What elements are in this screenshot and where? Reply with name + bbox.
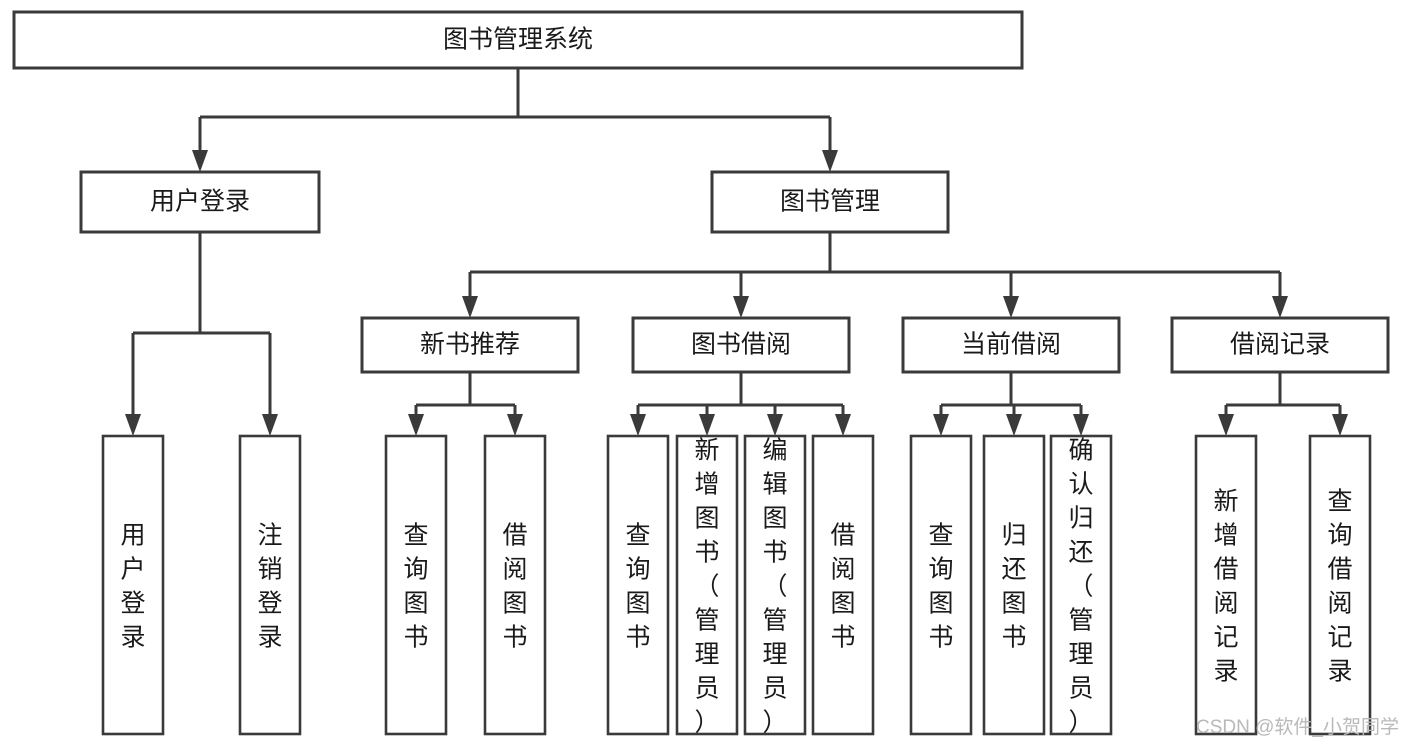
node-label-book-manage: 图书管理 bbox=[780, 188, 880, 216]
node-leaf-add-book-admin[interactable]: 新增图书（管理员） bbox=[675, 434, 739, 737]
node-leaf-borrow-book-brw[interactable]: 借阅图书 bbox=[811, 434, 875, 736]
node-current-borrow[interactable]: 当前借阅 bbox=[901, 316, 1121, 374]
arrow-head-icon-leaf-borrow-book-brw bbox=[835, 414, 851, 436]
node-label-leaf-borrow-book-brw: 借阅图书 bbox=[830, 522, 855, 652]
node-box-borrow-record[interactable] bbox=[1170, 316, 1390, 374]
node-leaf-query-book-brw[interactable]: 查询图书 bbox=[606, 434, 670, 736]
connector-layer bbox=[125, 68, 1348, 436]
node-box-leaf-query-borrow-rec[interactable] bbox=[1308, 434, 1372, 736]
arrow-head-icon-book-borrow bbox=[733, 296, 749, 318]
node-box-leaf-query-book-rec[interactable] bbox=[384, 434, 448, 736]
arrow-head-icon-user-login bbox=[192, 150, 208, 172]
node-box-leaf-query-book-brw[interactable] bbox=[606, 434, 670, 736]
arrow-head-icon-leaf-edit-book-admin bbox=[767, 414, 783, 436]
node-label-leaf-query-book-rec: 查询图书 bbox=[403, 522, 428, 652]
node-box-book-manage[interactable] bbox=[710, 170, 950, 234]
node-box-leaf-edit-book-admin[interactable] bbox=[743, 434, 807, 736]
arrow-head-icon-leaf-query-book-brw bbox=[630, 414, 646, 436]
node-leaf-add-borrow-rec[interactable]: 新增借阅记录 bbox=[1194, 434, 1258, 736]
node-leaf-confirm-return[interactable]: 确认归还（管理员） bbox=[1049, 434, 1113, 737]
arrow-head-icon-borrow-record bbox=[1272, 296, 1288, 318]
node-borrow-record[interactable]: 借阅记录 bbox=[1170, 316, 1390, 374]
node-book-borrow[interactable]: 图书借阅 bbox=[631, 316, 851, 374]
node-label-borrow-record: 借阅记录 bbox=[1230, 331, 1330, 359]
node-new-book-recommend[interactable]: 新书推荐 bbox=[360, 316, 580, 374]
node-box-book-borrow[interactable] bbox=[631, 316, 851, 374]
node-label-new-book-recommend: 新书推荐 bbox=[420, 331, 520, 359]
arrow-head-icon-leaf-add-book-admin bbox=[699, 414, 715, 436]
csdn-watermark: CSDN @软件_小贺同学 bbox=[1196, 716, 1399, 738]
node-box-leaf-borrow-book-brw[interactable] bbox=[811, 434, 875, 736]
node-label-leaf-query-book-brw: 查询图书 bbox=[625, 522, 650, 652]
arrow-head-icon-leaf-confirm-return bbox=[1073, 414, 1089, 436]
node-root[interactable]: 图书管理系统 bbox=[12, 10, 1024, 70]
arrow-head-icon-new-book-recommend bbox=[462, 296, 478, 318]
node-label-book-borrow: 图书借阅 bbox=[691, 331, 791, 359]
node-label-leaf-user-logout: 注销登录 bbox=[257, 522, 282, 652]
node-leaf-edit-book-admin[interactable]: 编辑图书（管理员） bbox=[743, 434, 807, 737]
arrow-head-icon-current-borrow bbox=[1003, 296, 1019, 318]
node-label-leaf-user-login: 用户登录 bbox=[120, 522, 145, 652]
node-label-leaf-confirm-return: 确认归还（管理员） bbox=[1068, 437, 1093, 737]
arrow-head-icon-leaf-return-book bbox=[1006, 414, 1022, 436]
node-box-new-book-recommend[interactable] bbox=[360, 316, 580, 374]
node-box-root[interactable] bbox=[12, 10, 1024, 70]
node-leaf-query-book-cur[interactable]: 查询图书 bbox=[909, 434, 973, 736]
node-label-leaf-query-book-cur: 查询图书 bbox=[928, 522, 953, 652]
arrow-head-icon-leaf-add-borrow-rec bbox=[1218, 414, 1234, 436]
arrow-head-icon-leaf-user-login bbox=[125, 414, 141, 436]
node-box-leaf-query-book-cur[interactable] bbox=[909, 434, 973, 736]
arrow-head-icon-leaf-query-book-cur bbox=[933, 414, 949, 436]
node-leaf-user-login[interactable]: 用户登录 bbox=[101, 434, 165, 736]
arrow-head-icon-leaf-query-borrow-rec bbox=[1332, 414, 1348, 436]
node-box-leaf-add-borrow-rec[interactable] bbox=[1194, 434, 1258, 736]
node-label-user-login: 用户登录 bbox=[150, 188, 250, 216]
arrow-head-icon-leaf-query-book-rec bbox=[408, 414, 424, 436]
node-leaf-query-borrow-rec[interactable]: 查询借阅记录 bbox=[1308, 434, 1372, 736]
node-label-leaf-query-borrow-rec: 查询借阅记录 bbox=[1327, 488, 1352, 686]
node-box-leaf-return-book[interactable] bbox=[982, 434, 1046, 736]
node-box-leaf-add-book-admin[interactable] bbox=[675, 434, 739, 736]
node-layer: 图书管理系统用户登录图书管理新书推荐图书借阅当前借阅借阅记录用户登录注销登录查询… bbox=[12, 10, 1390, 737]
node-label-leaf-add-book-admin: 新增图书（管理员） bbox=[694, 437, 719, 737]
arrow-head-icon-book-manage bbox=[822, 150, 838, 172]
arrow-head-icon-leaf-user-logout bbox=[262, 414, 278, 436]
node-box-user-login[interactable] bbox=[79, 170, 321, 234]
node-label-leaf-return-book: 归还图书 bbox=[1001, 522, 1026, 652]
node-box-current-borrow[interactable] bbox=[901, 316, 1121, 374]
node-leaf-return-book[interactable]: 归还图书 bbox=[982, 434, 1046, 736]
arrow-head-icon-leaf-borrow-book-rec bbox=[507, 414, 523, 436]
node-label-leaf-add-borrow-rec: 新增借阅记录 bbox=[1213, 488, 1238, 686]
node-book-manage[interactable]: 图书管理 bbox=[710, 170, 950, 234]
node-box-leaf-borrow-book-rec[interactable] bbox=[483, 434, 547, 736]
node-user-login[interactable]: 用户登录 bbox=[79, 170, 321, 234]
node-leaf-user-logout[interactable]: 注销登录 bbox=[238, 434, 302, 736]
node-box-leaf-confirm-return[interactable] bbox=[1049, 434, 1113, 736]
node-label-root: 图书管理系统 bbox=[443, 26, 593, 54]
node-label-current-borrow: 当前借阅 bbox=[961, 331, 1061, 359]
node-box-leaf-user-logout[interactable] bbox=[238, 434, 302, 736]
node-label-leaf-borrow-book-rec: 借阅图书 bbox=[502, 522, 527, 652]
node-leaf-query-book-rec[interactable]: 查询图书 bbox=[384, 434, 448, 736]
node-leaf-borrow-book-rec[interactable]: 借阅图书 bbox=[483, 434, 547, 736]
node-box-leaf-user-login[interactable] bbox=[101, 434, 165, 736]
node-label-leaf-edit-book-admin: 编辑图书（管理员） bbox=[762, 437, 787, 737]
